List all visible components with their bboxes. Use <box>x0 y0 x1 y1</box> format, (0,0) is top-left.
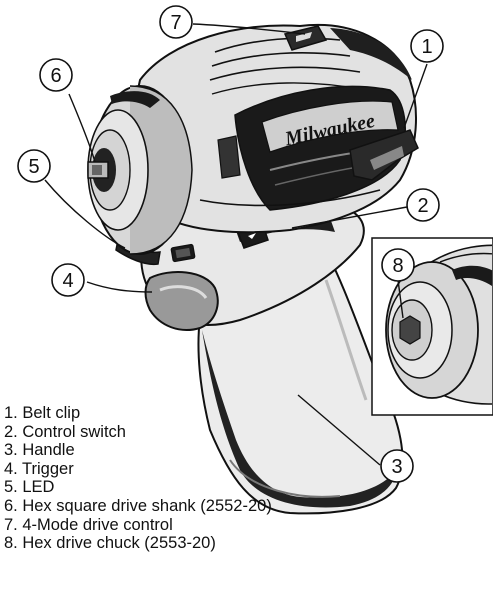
belt-clip <box>349 129 419 181</box>
leader-line-4 <box>86 281 153 293</box>
parts-legend: 1. Belt clip 2. Control switch 3. Handle… <box>4 404 334 553</box>
callout-3: 3 <box>380 449 414 483</box>
leader-line-7 <box>192 23 306 35</box>
leader-line-5 <box>44 179 126 249</box>
inset-panel <box>371 237 493 416</box>
legend-item-belt-clip: 1. Belt clip <box>4 404 81 422</box>
leader-line-2 <box>291 206 408 229</box>
callout-7: 7 <box>159 5 193 39</box>
svg-text:2: 2 <box>417 195 428 217</box>
legend-item-control-switch: 2. Control switch <box>4 422 126 441</box>
leader-line-8 <box>397 279 404 319</box>
leader-line-6 <box>68 93 96 163</box>
callout-2: 2 <box>406 188 440 222</box>
front-nose <box>87 85 193 255</box>
leader-line-1 <box>403 63 428 129</box>
leader-line-3 <box>297 394 381 466</box>
leader-lines <box>44 23 428 466</box>
svg-text:8: 8 <box>392 255 403 277</box>
svg-text:5: 5 <box>28 156 39 178</box>
callout-5: 5 <box>17 149 51 183</box>
legend-item-handle: 3. Handle <box>4 441 75 460</box>
callout-8: 8 <box>381 248 415 282</box>
callout-6: 6 <box>39 58 73 92</box>
legend-item-hex-square-drive-shank: 6. Hex square drive shank (2552-20) <box>4 496 272 515</box>
legend-item-trigger: 4. Trigger <box>4 459 74 478</box>
callout-1: 1 <box>410 29 444 63</box>
legend-item-hex-drive-chuck: 8. Hex drive chuck (2553-20) <box>4 534 216 553</box>
trigger <box>144 271 219 331</box>
svg-text:4: 4 <box>62 270 73 292</box>
callout-4: 4 <box>51 263 85 297</box>
legend-item-4-mode-drive-control: 7. 4-Mode drive control <box>4 515 173 534</box>
svg-text:6: 6 <box>50 65 61 87</box>
legend-item-led: 5. LED <box>4 478 55 497</box>
hex-drive-shank <box>87 161 109 179</box>
svg-text:7: 7 <box>170 12 181 34</box>
svg-text:3: 3 <box>391 456 402 478</box>
motor-housing: Milwaukee <box>135 24 417 234</box>
svg-text:1: 1 <box>421 36 432 58</box>
